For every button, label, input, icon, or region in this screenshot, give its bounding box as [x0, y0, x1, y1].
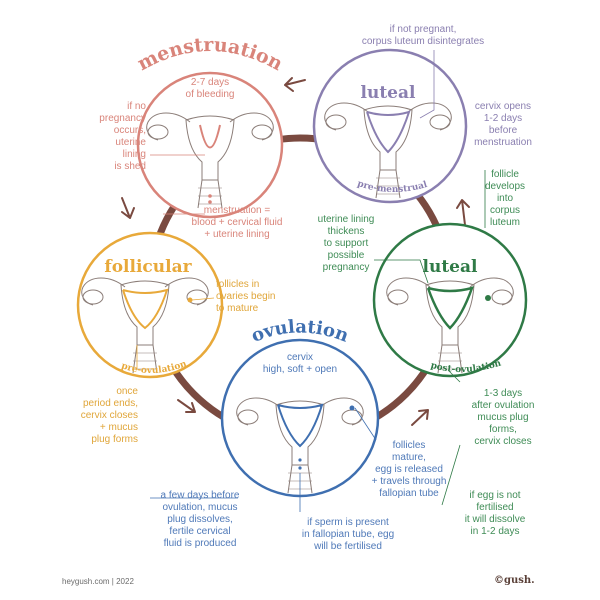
- phase-circle-follicular: [76, 231, 224, 379]
- phase-title-follicular: follicular: [104, 257, 192, 277]
- leader-lines: [136, 50, 486, 512]
- corpus-luteum-dot: [485, 295, 491, 301]
- phase-circle-menstruation: [136, 71, 284, 219]
- fluid-dot: [298, 466, 302, 470]
- phase-luteal-post: luteal post-ovulation: [372, 222, 528, 378]
- arrow-to-luteal-post: [411, 409, 429, 426]
- lining-marker: [122, 288, 169, 330]
- period-ends-note: once period ends, cervix closes + mucus …: [80, 386, 138, 445]
- phase-follicular: follicular pre-ovulation: [76, 231, 224, 379]
- lining-marker: [277, 403, 324, 448]
- cervix-opens-note: cervix opens 1-2 days before menstruatio…: [474, 101, 532, 148]
- follicle-dot: [187, 297, 193, 303]
- egg-dot: [349, 405, 355, 411]
- phase-title-luteal-pre: luteal: [361, 83, 417, 103]
- lining-thickens-note: uterine lining thickens to support possi…: [317, 214, 375, 273]
- egg-dissolve-note: if egg is not fertilised it will dissolv…: [464, 490, 526, 537]
- phase-title-menstruation: menstruation: [134, 34, 287, 75]
- cycle-arrows: [121, 77, 470, 426]
- mucus-plug-forms-note: 1-3 days after ovulation mucus plug form…: [471, 388, 535, 447]
- phase-title-luteal-post: luteal: [423, 257, 479, 277]
- follicles-begin-mature-note: follicles in ovaries begin to mature: [216, 279, 276, 314]
- arrow-to-luteal-pre: [456, 199, 470, 226]
- fluid-dot: [298, 458, 302, 462]
- menstruation-definition-note: menstruation = blood + cervical fluid + …: [191, 205, 283, 240]
- footer-credit: heygush.com | 2022: [62, 577, 134, 586]
- phase-circle-luteal-post: [372, 222, 528, 378]
- phase-ovulation: ovulation: [220, 316, 380, 498]
- egg-released-note: follicles mature, egg is released + trav…: [371, 440, 447, 499]
- phase-circle-luteal-pre: [312, 48, 468, 204]
- arrow-to-ovulation: [177, 399, 196, 413]
- lining-marker: [426, 286, 474, 330]
- menstruation-duration-note: 2-7 days of bleeding: [185, 77, 235, 100]
- flow-dot: [208, 194, 212, 198]
- sperm-fertilise-note: if sperm is present in fallopian tube, e…: [301, 517, 395, 552]
- corpus-luteum-disintegrates-note: if not pregnant, corpus luteum disintegr…: [361, 24, 485, 47]
- lining-marker: [366, 110, 411, 154]
- arrow-to-menstruation: [284, 77, 306, 92]
- phase-menstruation: menstruation: [134, 34, 287, 219]
- arrow-to-follicular: [121, 197, 135, 219]
- mucus-plug-dissolves-note: a few days before ovulation, mucus plug …: [160, 490, 240, 549]
- phase-luteal-pre: luteal pre-menstrual: [312, 48, 468, 204]
- corpus-luteum-develops-note: follicle develops into corpus luteum: [484, 169, 526, 228]
- lining-shed-note: if no pregnancy occurs, uterine lining i…: [99, 101, 146, 172]
- flow-dot: [208, 200, 212, 204]
- lining-marker: [199, 124, 221, 149]
- brand-logo: ©gush.: [494, 575, 535, 586]
- ovulation-cervix-note: cervix high, soft + open: [262, 352, 338, 375]
